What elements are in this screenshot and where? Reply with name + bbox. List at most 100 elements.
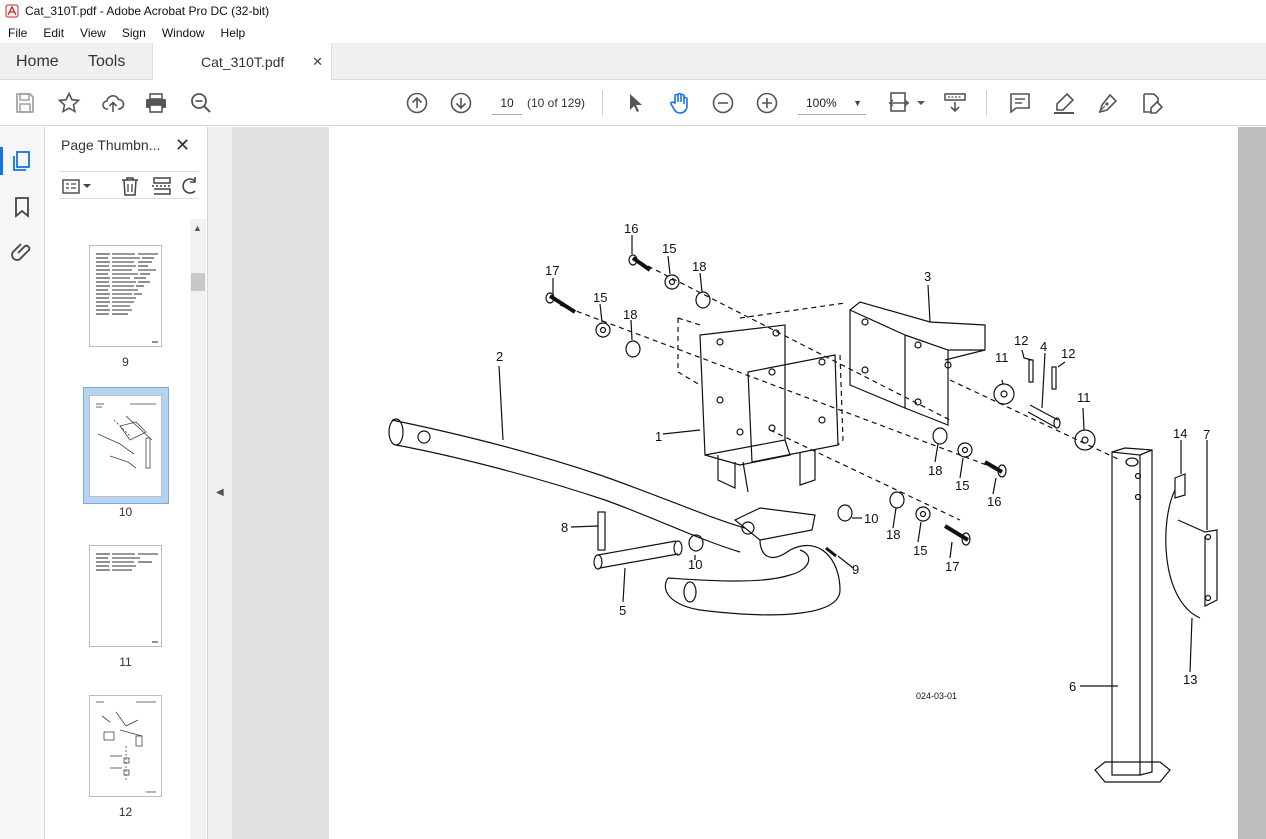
callout-label: 18 — [692, 259, 706, 274]
callout-label: 15 — [593, 290, 607, 305]
save-icon[interactable] — [13, 91, 37, 115]
callout-label: 18 — [928, 463, 942, 478]
callout-label: 3 — [924, 269, 931, 284]
print-icon[interactable] — [144, 91, 168, 115]
menu-help[interactable]: Help — [220, 25, 246, 40]
thumbnail-preview — [96, 553, 158, 643]
callout-label: 15 — [955, 478, 969, 493]
page-thumbnail[interactable] — [89, 245, 162, 347]
drawbar-tube — [391, 419, 746, 529]
thumbnail-page-number: 10 — [118, 505, 133, 519]
callout-label: 17 — [545, 263, 559, 278]
page-thumbnails-panel: Page Thumbn... ✕ ▲ — [45, 127, 208, 839]
drawbar-tube-lower — [395, 444, 741, 553]
delete-icon[interactable] — [119, 175, 141, 197]
scroll-up-icon[interactable]: ▲ — [193, 223, 202, 233]
toolbar-divider — [986, 90, 987, 116]
scroll-mode-icon[interactable] — [943, 91, 967, 115]
zoom-out-icon[interactable] — [711, 91, 735, 115]
callout-label: 5 — [619, 603, 626, 618]
panel-collapse-strip[interactable]: ◀ — [208, 127, 232, 839]
comment-icon[interactable] — [1008, 91, 1032, 115]
figure-reference: 024-03-01 — [916, 691, 957, 701]
callout-label: 9 — [852, 562, 859, 577]
callout-label: 18 — [886, 527, 900, 542]
hand-tool-icon[interactable] — [667, 91, 691, 115]
menu-view[interactable]: View — [80, 25, 106, 40]
chevron-down-icon: ▼ — [853, 98, 862, 108]
tab-tools[interactable]: Tools — [88, 52, 126, 70]
scrollbar-thumb[interactable] — [191, 273, 205, 291]
callout-label: 11 — [995, 350, 1009, 365]
callout-label: 10 — [688, 557, 702, 572]
tab-document[interactable]: Cat_310T.pdf ✕ — [152, 43, 332, 80]
pdf-page: 16 15 18 17 15 18 3 2 12 4 12 11 11 1 14… — [329, 127, 1239, 839]
zoom-level-select[interactable]: 100% ▼ — [798, 91, 866, 115]
zoom-search-icon[interactable] — [189, 91, 213, 115]
page-number-input[interactable]: 10 — [492, 91, 522, 115]
thumbnail-page-number: 12 — [118, 805, 133, 819]
thumbnail-preview — [96, 253, 158, 343]
fit-dropdown-icon[interactable] — [909, 91, 933, 115]
chevron-down-icon[interactable] — [83, 182, 91, 190]
insert-page-icon[interactable] — [151, 175, 173, 197]
page-thumbnail[interactable] — [89, 395, 162, 497]
page-thumbnail[interactable] — [89, 695, 162, 797]
select-cursor-icon[interactable] — [623, 91, 647, 115]
callout-label: 15 — [913, 543, 927, 558]
zoom-in-icon[interactable] — [755, 91, 779, 115]
callout-label: 13 — [1183, 672, 1197, 687]
bookmark-star-icon[interactable] — [57, 91, 81, 115]
panel-title: Page Thumbn... — [61, 137, 161, 153]
close-panel-icon[interactable]: ✕ — [175, 135, 191, 155]
page-fit-icon[interactable] — [887, 91, 911, 115]
menu-bar: File Edit View Sign Window Help — [0, 22, 1266, 43]
tab-bar: Home Tools Cat_310T.pdf ✕ — [0, 43, 1266, 80]
callout-label: 12 — [1014, 333, 1028, 348]
callout-label: 4 — [1040, 339, 1047, 354]
zoom-level-value: 100% — [806, 96, 837, 110]
highlight-pen-icon[interactable] — [1052, 91, 1076, 115]
close-tab-icon[interactable]: ✕ — [312, 53, 323, 69]
callout-label: 7 — [1203, 427, 1210, 442]
menu-window[interactable]: Window — [161, 25, 205, 40]
menu-file[interactable]: File — [8, 25, 28, 40]
fill-sign-icon[interactable] — [1140, 91, 1164, 115]
thumbnail-preview — [96, 403, 156, 469]
callout-label: 10 — [864, 511, 878, 526]
menu-sign[interactable]: Sign — [121, 25, 146, 40]
callout-label: 1 — [655, 429, 662, 444]
toolbar: 10 (10 of 129) 100% ▼ — [0, 80, 1266, 126]
previous-page-icon[interactable] — [405, 91, 429, 115]
upload-cloud-icon[interactable] — [101, 91, 125, 115]
window-title: Cat_310T.pdf - Adobe Acrobat Pro DC (32-… — [25, 4, 270, 18]
navigation-rail — [0, 127, 45, 839]
thumbnail-page-number: 11 — [119, 655, 132, 669]
panel-toolbar — [59, 171, 199, 199]
menu-edit[interactable]: Edit — [43, 25, 65, 40]
callout-label: 14 — [1173, 426, 1187, 441]
draw-pen-icon[interactable] — [1096, 91, 1120, 115]
tab-home[interactable]: Home — [16, 52, 59, 70]
active-indicator — [0, 147, 3, 175]
attachments-icon[interactable] — [10, 241, 34, 265]
next-page-icon[interactable] — [449, 91, 473, 115]
right-panel-strip — [1238, 127, 1266, 839]
page-thumbnails-icon[interactable] — [10, 149, 34, 173]
bookmarks-icon[interactable] — [10, 195, 34, 219]
acrobat-app-icon — [5, 4, 19, 18]
rotate-icon[interactable] — [181, 175, 199, 197]
thumbnail-preview — [96, 701, 156, 793]
callout-label: 6 — [1069, 679, 1076, 694]
options-list-icon[interactable] — [61, 176, 81, 196]
panel-scrollbar[interactable]: ▲ — [190, 219, 206, 839]
callout-label: 18 — [623, 307, 637, 322]
collapse-left-icon[interactable]: ◀ — [216, 487, 224, 498]
page-thumbnail[interactable] — [89, 545, 162, 647]
callout-label: 11 — [1077, 390, 1091, 405]
callout-label: 16 — [987, 494, 1001, 509]
document-viewer[interactable]: 16 15 18 17 15 18 3 2 12 4 12 11 11 1 14… — [232, 127, 1266, 839]
page-count-label: (10 of 129) — [527, 96, 586, 110]
thumbnail-page-number: 9 — [122, 355, 129, 369]
title-bar: Cat_310T.pdf - Adobe Acrobat Pro DC (32-… — [0, 0, 1266, 22]
